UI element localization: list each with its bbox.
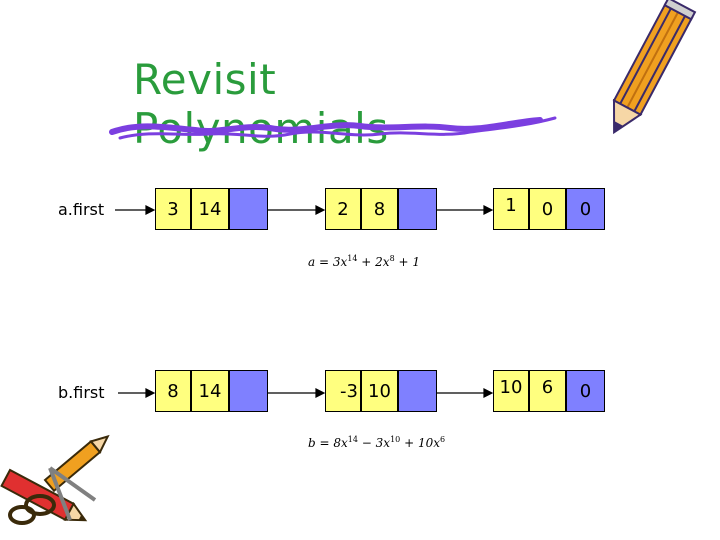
list-b-node-3-link: 0 bbox=[566, 370, 605, 412]
list-a-node-3-link: 0 bbox=[566, 188, 605, 230]
list-b-node-2-link bbox=[398, 370, 437, 412]
list-a-node-2-coef: 2 bbox=[325, 188, 361, 230]
list-a-node-1-coef: 3 bbox=[155, 188, 191, 230]
list-a-formula: a = 3x14 + 2x8 + 1 bbox=[308, 254, 420, 269]
list-b-node-1-coef: 8 bbox=[155, 370, 191, 412]
list-b-node-2-exp: 10 bbox=[361, 370, 398, 412]
scribble-underline bbox=[109, 116, 557, 140]
list-b-node-2-coef: -3 bbox=[325, 370, 361, 412]
pencil-icon bbox=[612, 0, 697, 135]
list-b-node-1-exp: 14 bbox=[191, 370, 229, 412]
list-b-node-3-exp: 6 bbox=[529, 370, 566, 412]
scissors-pencils-icon bbox=[0, 434, 110, 525]
list-a-node-1-exp: 14 bbox=[191, 188, 229, 230]
list-b-head-label: b.first bbox=[58, 383, 105, 402]
list-a-head-label: a.first bbox=[58, 200, 105, 219]
list-a-node-2-link bbox=[398, 188, 437, 230]
list-a-node-2-exp: 8 bbox=[361, 188, 398, 230]
list-b-node-3-coef: 10 bbox=[493, 370, 529, 412]
list-b-node-1-link bbox=[229, 370, 268, 412]
list-a-node-1-link bbox=[229, 188, 268, 230]
list-a-node-3-coef: 1 bbox=[493, 188, 529, 230]
list-b-formula: b = 8x14 − 3x10 + 10x6 bbox=[308, 435, 446, 450]
list-a-node-3-exp: 0 bbox=[529, 188, 566, 230]
